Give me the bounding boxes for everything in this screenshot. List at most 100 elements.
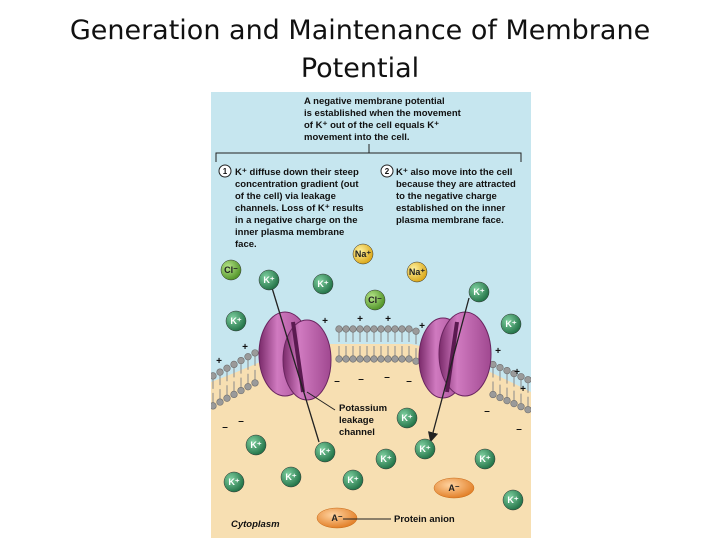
potassium-ion: K⁺ [396, 407, 418, 429]
efflux-arrow [266, 275, 320, 443]
svg-text:K⁺: K⁺ [479, 454, 490, 464]
plus-charge: + [216, 356, 222, 367]
channel-label: Potassium leakage channel [306, 391, 387, 438]
intro-text: A negative membrane potential is establi… [304, 96, 462, 143]
step-1-line: K⁺ diffuse down their steep [235, 167, 359, 178]
plus-charge: + [357, 314, 363, 325]
svg-text:K⁺: K⁺ [507, 495, 518, 505]
channel-label-line: channel [339, 427, 375, 438]
protein-anion-label: Protein anion [394, 514, 455, 525]
step-2-line: K⁺ also move into the cell [396, 167, 512, 178]
step-2-line: to the negative charge [396, 191, 497, 202]
plus-charge: + [322, 316, 328, 327]
step-2-line: because they are attracted [396, 179, 516, 190]
svg-text:A⁻: A⁻ [448, 483, 459, 493]
svg-text:K⁺: K⁺ [505, 319, 516, 329]
step-1-line: channels. Loss of K⁺ results [235, 203, 364, 214]
svg-text:to the negative charge: to the negative charge [396, 191, 497, 202]
step-2-line: plasma membrane face. [396, 215, 504, 226]
sodium-ion: Na⁺ [406, 261, 428, 283]
slide-title: Generation and Maintenance of Membrane P… [0, 12, 720, 88]
potassium-ion: K⁺ [342, 469, 364, 491]
step-1: 1 K⁺ diffuse down their steep concentrat… [218, 164, 364, 250]
intro-line: A negative membrane potential [304, 96, 445, 107]
protein-anion: A⁻ [316, 507, 358, 529]
svg-text:Na⁺: Na⁺ [409, 267, 426, 277]
minus-charge: – [384, 372, 390, 383]
plus-charge: + [242, 342, 248, 353]
potassium-ion: K⁺ [375, 448, 397, 470]
svg-text:leakage: leakage [339, 415, 374, 426]
membrane-charges: +++++++++–––––––– [216, 314, 526, 435]
step-1-badge [218, 164, 232, 178]
potassium-ion: K⁺ [468, 281, 490, 303]
svg-text:K⁺ also move into the cell: K⁺ also move into the cell [396, 167, 512, 178]
potassium-ion: K⁺ [280, 466, 302, 488]
step-1-line: face. [235, 239, 257, 250]
step-1-line: inner plasma membrane [235, 227, 344, 238]
membrane-potential-figure: A negative membrane potential is establi… [211, 92, 531, 538]
step-2: 2 K⁺ also move into the cell because the… [380, 164, 516, 226]
svg-text:K⁺: K⁺ [380, 454, 391, 464]
chloride-ion: Cl⁻ [364, 289, 386, 311]
svg-text:movement into the cell.: movement into the cell. [304, 132, 410, 143]
svg-text:K⁺: K⁺ [317, 279, 328, 289]
step-1-line: of the cell) via leakage [235, 191, 336, 202]
svg-text:of K⁺ out of the cell equals K: of K⁺ out of the cell equals K⁺ [304, 120, 439, 131]
svg-text:plasma membrane face.: plasma membrane face. [396, 215, 504, 226]
potassium-ion: K⁺ [312, 273, 334, 295]
influx-arrow [427, 297, 470, 443]
svg-text:A negative membrane potential: A negative membrane potential [304, 96, 445, 107]
svg-text:established on the inner: established on the inner [396, 203, 506, 214]
svg-text:because they are attracted: because they are attracted [396, 179, 516, 190]
svg-text:is established when the moveme: is established when the movement [304, 108, 462, 119]
svg-text:Cytoplasm: Cytoplasm [231, 519, 280, 530]
svg-text:Cl⁻: Cl⁻ [368, 295, 382, 305]
chloride-ion: Cl⁻ [220, 259, 242, 281]
step-1-line: concentration gradient (out [235, 179, 359, 190]
minus-charge: – [516, 424, 522, 435]
plus-charge: + [514, 367, 520, 378]
minus-charge: – [222, 422, 228, 433]
potassium-ion: K⁺ [500, 313, 522, 335]
svg-text:channels. Loss of K⁺ results: channels. Loss of K⁺ results [235, 203, 364, 214]
potassium-leakage-channel-right [418, 311, 492, 399]
svg-text:Na⁺: Na⁺ [355, 249, 372, 259]
slide-title-line-2: Potential [300, 53, 420, 84]
svg-text:2: 2 [385, 167, 390, 176]
step-1-line: in a negative charge on the [235, 215, 357, 226]
svg-text:K⁺: K⁺ [347, 475, 358, 485]
potassium-ion: K⁺ [474, 448, 496, 470]
plus-charge: + [419, 321, 425, 332]
minus-charge: – [484, 406, 490, 417]
svg-text:in a negative charge on the: in a negative charge on the [235, 215, 357, 226]
minus-charge: – [358, 374, 364, 385]
svg-text:K⁺: K⁺ [285, 472, 296, 482]
intro-line: movement into the cell. [304, 132, 410, 143]
svg-text:A⁻: A⁻ [331, 513, 342, 523]
svg-text:Protein anion: Protein anion [394, 514, 455, 525]
svg-text:K⁺: K⁺ [319, 447, 330, 457]
svg-text:Potassium: Potassium [339, 403, 387, 414]
potassium-ion: K⁺ [223, 471, 245, 493]
svg-text:Cl⁻: Cl⁻ [224, 265, 238, 275]
svg-text:inner plasma membrane: inner plasma membrane [235, 227, 344, 238]
potassium-ion: K⁺ [414, 438, 436, 460]
minus-charge: – [406, 376, 412, 387]
ions: Cl⁻K⁺K⁺Na⁺Na⁺Cl⁻K⁺K⁺K⁺K⁺K⁺K⁺K⁺K⁺K⁺K⁺K⁺K⁺… [220, 243, 524, 529]
intro-line: is established when the movement [304, 108, 462, 119]
svg-text:face.: face. [235, 239, 257, 250]
bracket [215, 144, 522, 162]
potassium-ion: K⁺ [225, 310, 247, 332]
svg-text:K⁺: K⁺ [419, 444, 430, 454]
step-2-badge [380, 164, 394, 178]
svg-text:concentration gradient (out: concentration gradient (out [235, 179, 359, 190]
lipid-bilayer [211, 325, 531, 414]
minus-charge: – [334, 376, 340, 387]
channel-label-line: Potassium [339, 403, 387, 414]
slide-title-line-1: Generation and Maintenance of Membrane [69, 15, 651, 46]
plus-charge: + [495, 346, 501, 357]
channel-label-line: leakage [339, 415, 374, 426]
svg-text:K⁺ diffuse down their steep: K⁺ diffuse down their steep [235, 167, 359, 178]
step-2-number: 2 [385, 167, 390, 176]
